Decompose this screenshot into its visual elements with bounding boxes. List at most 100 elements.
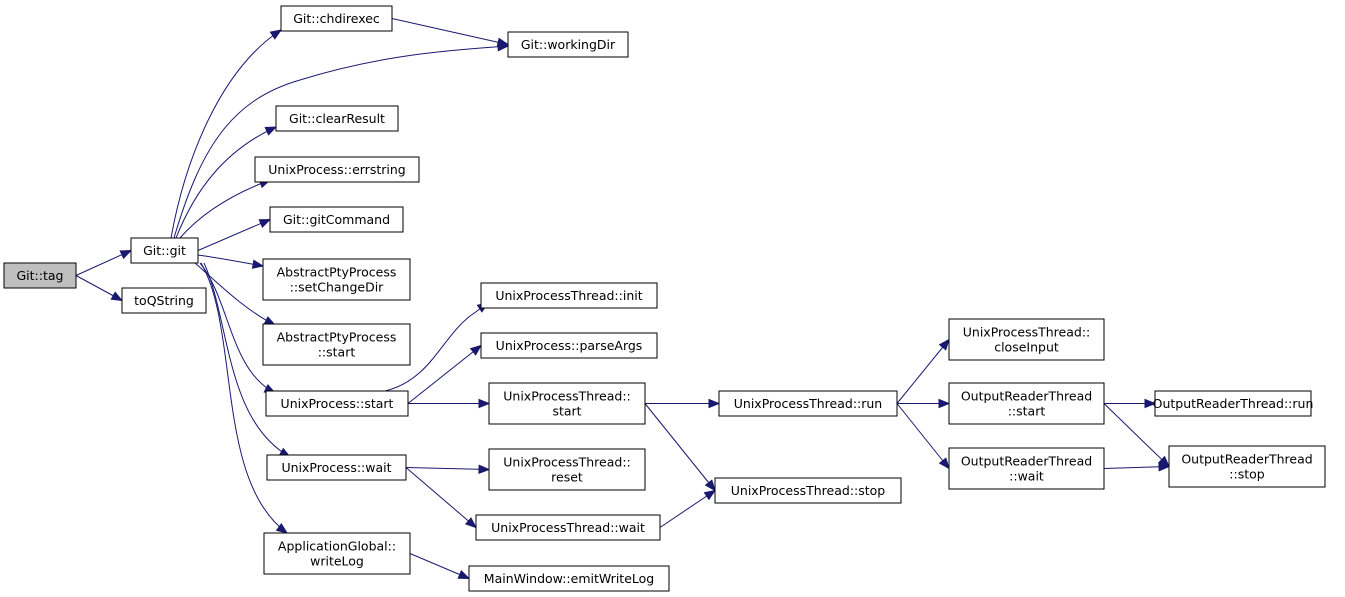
node-ortstop[interactable]: OutputReaderThread::stop (1168, 445, 1326, 488)
node-box (948, 318, 1105, 361)
node-uptreset[interactable]: UnixProcessThread::reset (488, 448, 646, 491)
node-box (269, 206, 404, 233)
node-upstart[interactable]: UnixProcess::start (265, 390, 409, 417)
edge-uptrun-to-ortstart (897, 398, 951, 409)
node-label: Git::tag (17, 268, 64, 283)
node-gitcommand[interactable]: Git::gitCommand (269, 206, 404, 233)
edge-git-to-writelog (200, 262, 289, 534)
edge-arrowhead (469, 344, 483, 356)
node-uptstop[interactable]: UnixProcessThread::stop (714, 477, 902, 504)
node-label: reset (551, 470, 583, 485)
edge-arrowhead (119, 249, 133, 260)
node-box (262, 258, 411, 301)
node-label: MainWindow::emitWriteLog (484, 571, 654, 586)
node-box (130, 237, 199, 264)
edge-uptwait-to-uptstop (659, 489, 717, 528)
edge-arrowhead (708, 398, 721, 409)
node-label: UnixProcess::start (281, 396, 394, 411)
node-ortstart[interactable]: OutputReaderThread::start (948, 382, 1105, 425)
node-label: UnixProcessThread::run (734, 396, 882, 411)
node-box (948, 382, 1105, 425)
node-label: closeInput (994, 340, 1059, 355)
node-uptwait[interactable]: UnixProcessThread::wait (475, 514, 661, 541)
node-label: UnixProcess::wait (281, 460, 391, 475)
node-ortrun[interactable]: OutputReaderThread::run (1153, 390, 1314, 417)
node-label: Git::clearResult (289, 111, 385, 126)
edge-arrowhead (496, 37, 510, 47)
node-setchangedir[interactable]: AbstractPtyProcess::setChangeDir (262, 258, 411, 301)
node-label: UnixProcess::errstring (268, 162, 405, 177)
node-box (262, 323, 411, 366)
node-box (1154, 390, 1312, 417)
edge-ortwait-to-ortstop (1103, 462, 1171, 472)
node-box (507, 31, 629, 58)
edge-upwait-to-uptwait (405, 467, 478, 529)
edge-git-to-setchangedir (197, 254, 265, 269)
edge-git-to-errstring (179, 179, 272, 239)
edge-uptstart-to-uptstop (644, 403, 716, 492)
node-box (3, 262, 77, 289)
node-label: Git::git (143, 243, 186, 258)
node-apstart[interactable]: AbstractPtyProcess::start (262, 323, 411, 366)
node-label: UnixProcessThread::stop (731, 483, 886, 498)
node-label: start (552, 404, 581, 419)
node-errstring[interactable]: UnixProcess::errstring (254, 156, 420, 183)
node-box (480, 282, 658, 309)
node-box (280, 5, 393, 32)
node-box (718, 390, 898, 417)
node-box (1168, 445, 1326, 488)
node-uptinit[interactable]: UnixProcessThread::init (480, 282, 658, 309)
node-box (266, 454, 407, 481)
node-label: OutputReaderThread::run (1153, 396, 1314, 411)
node-box (480, 332, 658, 359)
edge-upstart-to-uptstart (408, 398, 491, 409)
node-uptrun[interactable]: UnixProcessThread::run (718, 390, 898, 417)
edge-arrowhead (1158, 462, 1171, 472)
node-ortwait[interactable]: OutputReaderThread::wait (948, 447, 1105, 490)
node-parseargs[interactable]: UnixProcess::parseArgs (480, 332, 658, 359)
node-label: AbstractPtyProcess (277, 265, 397, 280)
edge-arrowhead (264, 126, 278, 136)
edge-tag-to-git (75, 249, 133, 276)
node-upwait[interactable]: UnixProcess::wait (266, 454, 407, 481)
node-label: ::stop (1229, 467, 1264, 482)
node-label: Git::gitCommand (283, 212, 390, 227)
node-emitwritelog[interactable]: MainWindow::emitWriteLog (468, 565, 670, 592)
node-box (475, 514, 661, 541)
node-label: ::start (318, 345, 356, 360)
node-label: UnixProcessThread::init (495, 288, 642, 303)
node-toqstring[interactable]: toQString (121, 287, 207, 314)
edge-arrowhead (251, 259, 265, 269)
node-chdirexec[interactable]: Git::chdirexec (280, 5, 393, 32)
node-git[interactable]: Git::git (130, 237, 199, 264)
edge-git-to-gitcommand (197, 218, 272, 251)
node-label: UnixProcessThread::wait (491, 520, 645, 535)
edge-upstart-to-parseargs (407, 344, 483, 404)
node-box (468, 565, 670, 592)
node-closeinput[interactable]: UnixProcessThread::closeInput (948, 318, 1105, 361)
edge-arrowhead (269, 29, 283, 40)
node-label: OutputReaderThread (961, 454, 1092, 469)
node-label: UnixProcessThread:: (503, 389, 631, 404)
edge-uptrun-to-closeinput (896, 338, 950, 404)
node-label: OutputReaderThread (961, 389, 1092, 404)
node-box (263, 532, 411, 575)
edge-arrowhead (275, 522, 289, 534)
edge-arrowhead (457, 570, 471, 580)
edge-tag-to-toqstring (75, 275, 124, 302)
node-uptstart[interactable]: UnixProcessThread::start (488, 382, 646, 425)
node-writelog[interactable]: ApplicationGlobal::writeLog (263, 532, 411, 575)
edge-ortstart-to-ortrun (1104, 398, 1157, 409)
node-label: AbstractPtyProcess (277, 330, 397, 345)
node-clearresult[interactable]: Git::clearResult (275, 105, 399, 132)
node-workingdir[interactable]: Git::workingDir (507, 31, 629, 58)
edge-writelog-to-emitwritelog (409, 553, 471, 580)
edge-chdirexec-to-workingdir (391, 18, 510, 47)
node-box (254, 156, 420, 183)
node-tag[interactable]: Git::tag (3, 262, 77, 289)
node-label: Git::workingDir (521, 37, 616, 52)
node-box (948, 447, 1105, 490)
node-label: ::setChangeDir (290, 280, 384, 295)
node-label: ::start (1008, 404, 1046, 419)
